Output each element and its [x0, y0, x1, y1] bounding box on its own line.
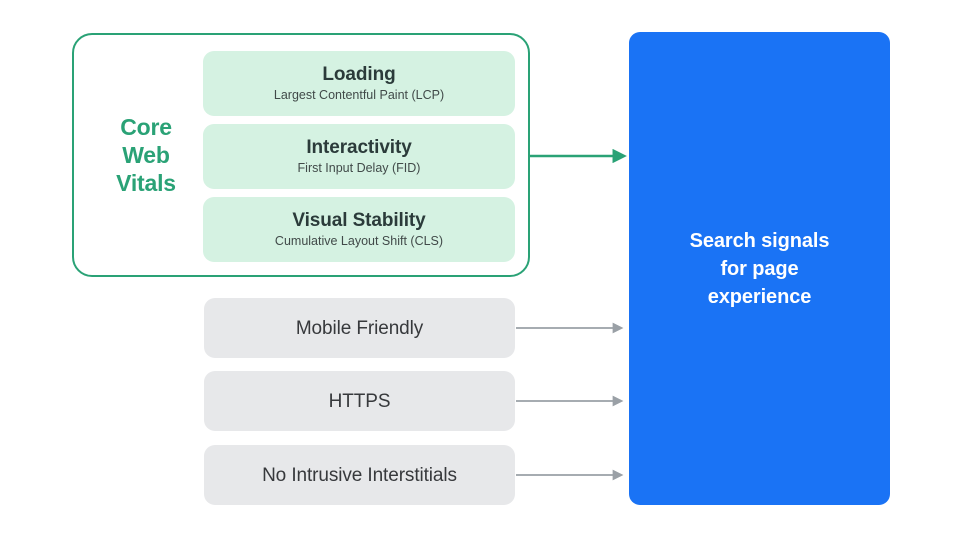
core-web-vitals-label: Core Web Vitals — [96, 113, 196, 197]
vital-card-visual-stability[interactable]: Visual Stability Cumulative Layout Shift… — [203, 197, 515, 262]
vital-card-loading[interactable]: Loading Largest Contentful Paint (LCP) — [203, 51, 515, 116]
search-signals-line-3: experience — [707, 285, 812, 308]
search-signals-line-2: for page — [720, 257, 799, 280]
core-web-vitals-label-line-2: Web — [122, 142, 170, 168]
signal-card-https-label: HTTPS — [328, 390, 391, 412]
core-web-vitals-group — [72, 33, 530, 277]
signal-card-mobile-friendly-label: Mobile Friendly — [295, 317, 424, 339]
signal-card-no-intrusive-interstitials[interactable]: No Intrusive Interstitials — [204, 445, 515, 505]
signal-card-mobile-friendly[interactable]: Mobile Friendly — [204, 298, 515, 358]
search-signals-line-1: Search signals — [689, 229, 830, 252]
vital-card-interactivity-subtitle: First Input Delay (FID) — [297, 161, 421, 175]
search-signals-text: Search signals for page experience — [690, 227, 830, 311]
vital-card-interactivity[interactable]: Interactivity First Input Delay (FID) — [203, 124, 515, 189]
core-web-vitals-label-line-1: Core — [120, 114, 172, 140]
signal-card-no-intrusive-interstitials-label: No Intrusive Interstitials — [262, 464, 457, 486]
vital-card-visual-stability-subtitle: Cumulative Layout Shift (CLS) — [274, 234, 444, 248]
core-web-vitals-label-line-3: Vitals — [116, 170, 176, 196]
vital-card-interactivity-title: Interactivity — [306, 137, 412, 158]
signal-card-https[interactable]: HTTPS — [204, 371, 515, 431]
vital-card-loading-subtitle: Largest Contentful Paint (LCP) — [273, 88, 445, 102]
search-signals-box[interactable]: Search signals for page experience — [629, 32, 890, 505]
vital-card-visual-stability-title: Visual Stability — [292, 210, 426, 231]
vital-card-loading-title: Loading — [322, 64, 396, 85]
